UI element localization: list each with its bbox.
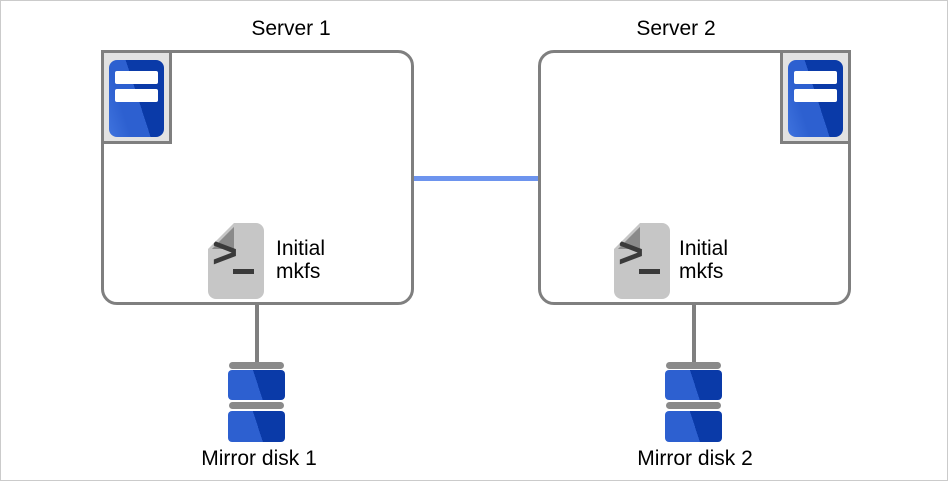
disk-cap — [229, 362, 284, 369]
mirror-disk-icon — [665, 362, 722, 442]
cursor-underscore-icon — [639, 269, 660, 274]
server-slot-bar — [115, 89, 158, 102]
server-slot-bar — [115, 71, 158, 84]
cursor-underscore-icon — [233, 269, 254, 274]
server2-title: Server 2 — [636, 17, 716, 40]
server-slot-bar — [794, 89, 837, 102]
disk-cap — [229, 402, 284, 409]
disk-platter — [228, 370, 285, 400]
server1-title: Server 1 — [251, 17, 331, 40]
disk-cap — [666, 402, 721, 409]
script-label: Initial mkfs — [276, 237, 326, 283]
disk-platter — [665, 411, 722, 442]
disk-cap — [666, 362, 721, 369]
server-slot-bar — [794, 71, 837, 84]
disk-connector-line — [255, 303, 259, 363]
server-tower-body — [788, 60, 843, 137]
disk-platter — [228, 411, 285, 442]
disk-connector-line — [692, 303, 696, 363]
script-label: Initial mkfs — [679, 237, 729, 283]
server-tower-icon — [780, 50, 851, 144]
disk-label: Mirror disk 2 — [637, 447, 753, 470]
interconnect-line — [414, 176, 538, 181]
mirror-disk-icon — [228, 362, 285, 442]
disk-label: Mirror disk 1 — [201, 447, 317, 470]
server-tower-body — [109, 60, 164, 137]
server-tower-icon — [101, 50, 172, 144]
disk-platter — [665, 370, 722, 400]
